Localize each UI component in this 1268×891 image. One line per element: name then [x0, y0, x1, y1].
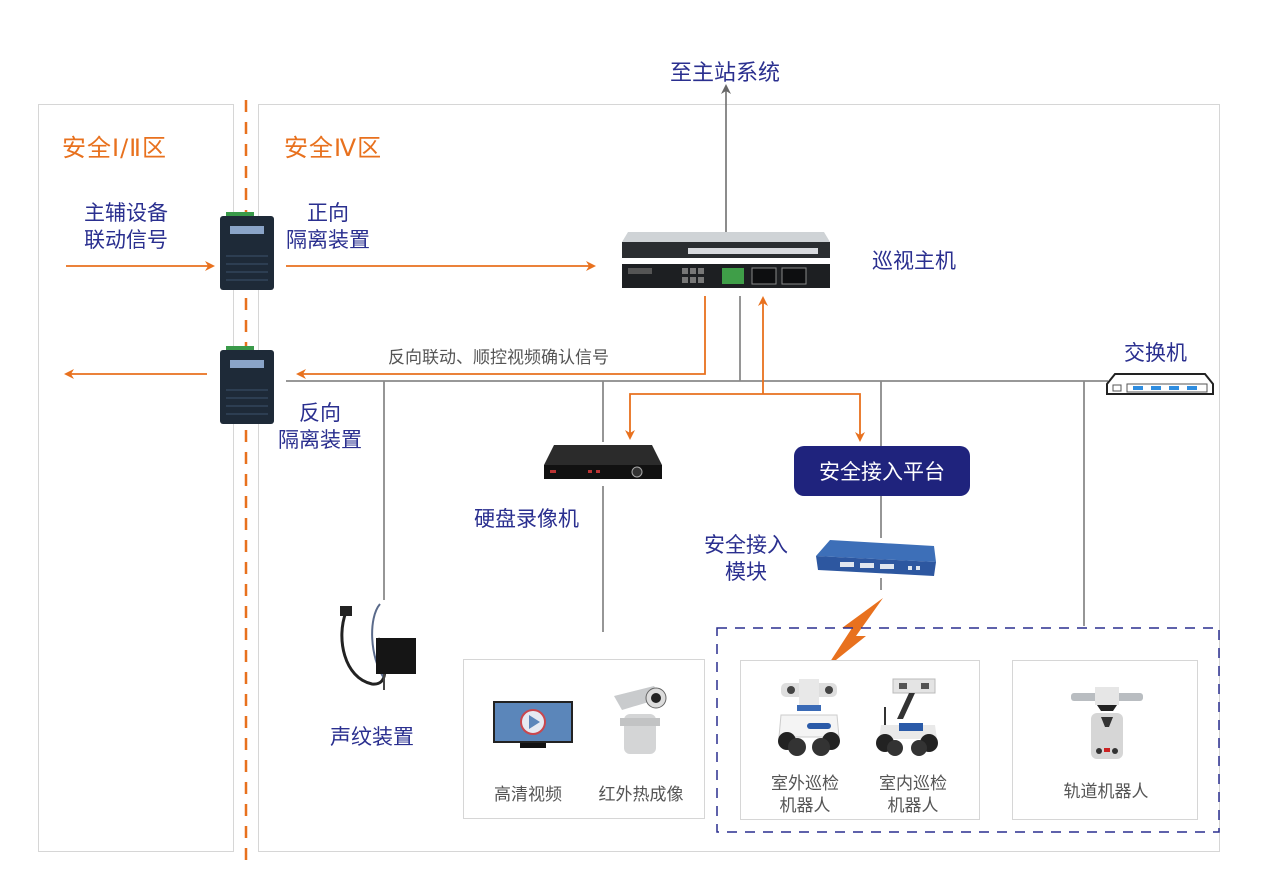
- forward-isolator-icon: [220, 212, 274, 290]
- secure-access-module-icon: [816, 540, 936, 576]
- thermal-item-label: 红外热成像: [598, 785, 684, 805]
- secure-access-module-label: 安全接入 模块: [704, 533, 788, 584]
- rail-robot-group: 轨道机器人: [1012, 660, 1198, 820]
- rail-robot-icon: [1071, 687, 1143, 759]
- reverse-isolator-icon: [220, 346, 274, 424]
- patrol-host-label: 巡视主机: [872, 249, 956, 273]
- thermal-camera-icon: [614, 686, 667, 754]
- linkage-signal-label: 主辅设备 联动信号: [84, 201, 168, 252]
- acoustic-device-icon: [340, 603, 416, 690]
- video-item-label: 高清视频: [494, 785, 562, 805]
- nvr-icon: [544, 445, 662, 479]
- outdoor-robot-label: 室外巡检 机器人: [771, 774, 839, 816]
- split-to-nvr: [625, 393, 763, 440]
- acoustic-device-label: 声纹装置: [330, 725, 414, 749]
- robot-group: 室外巡检 机器人 室内巡检 机器人: [740, 660, 980, 820]
- reverse-signal-arrow: [296, 296, 706, 379]
- rail-robot-label: 轨道机器人: [1063, 782, 1149, 802]
- to-master-station-label: 至主站系统: [670, 61, 781, 86]
- switch-label: 交换机: [1124, 341, 1187, 365]
- forward-isolator-label: 正向 隔离装置: [286, 201, 370, 252]
- zone-secure-1-2: [38, 104, 234, 852]
- switch-icon: [1106, 373, 1214, 395]
- outdoor-robot-icon: [778, 679, 840, 756]
- monitor-play-icon: [493, 701, 573, 748]
- zone-title-secure-1-2: 安全Ⅰ/Ⅱ区: [62, 134, 167, 162]
- video-group: 高清视频 红外热成像: [463, 659, 705, 819]
- zone-title-secure-4: 安全Ⅳ区: [284, 134, 383, 162]
- zone-secure-4: [258, 104, 1220, 852]
- patrol-host-icon: [622, 232, 830, 288]
- reverse-isolator-label: 反向 隔离装置: [278, 401, 362, 452]
- indoor-robot-label: 室内巡检 机器人: [879, 774, 947, 816]
- wireless-bolt-icon: [826, 598, 883, 668]
- split-to-platform: [763, 393, 865, 442]
- indoor-robot-icon: [876, 678, 938, 756]
- nvr-label: 硬盘录像机: [474, 507, 579, 531]
- reverse-signal-label: 反向联动、顺控视频确认信号: [388, 348, 609, 368]
- secure-access-platform: 安全接入平台: [794, 446, 970, 496]
- robot-group-frame: [716, 627, 1220, 833]
